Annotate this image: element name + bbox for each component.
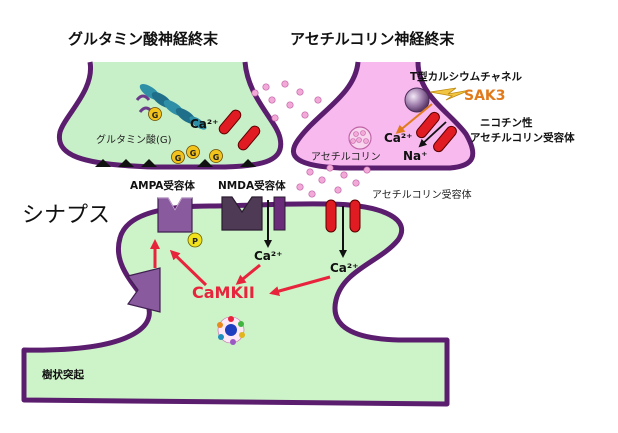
sak3-label: SAK3 (464, 88, 506, 104)
camkii-holoenzyme-icon (217, 316, 245, 345)
ach-vesicle (348, 126, 372, 150)
na-arrow (418, 121, 447, 148)
svg-text:G: G (190, 149, 197, 158)
ca-ion-label: Ca²⁺ (254, 249, 283, 263)
dendrite-membrane (21, 201, 450, 407)
t-type-channel-label: T型カルシウムチャネル (410, 70, 523, 83)
glutamate-molecule: G (171, 150, 185, 164)
glutamate-terminal (56, 61, 284, 170)
ca-ion-label: Ca²⁺ (330, 261, 359, 275)
ach-receptor-label: アセチルコリン受容体 (372, 188, 472, 201)
phosphate-group: P (187, 232, 203, 248)
ampa-receptor-label: AMPA受容体 (130, 179, 195, 192)
ach-terminal (290, 61, 476, 171)
camkii-to-ampa-arrow (169, 249, 208, 287)
ca-ion-label: Ca²⁺ (190, 117, 219, 131)
ach-terminal-title: アセチルコリン神経終末 (290, 30, 455, 48)
sak3-arrow (395, 103, 433, 134)
glutamate-molecule: G (209, 149, 223, 163)
nmda-ca-to-camkii-arrow (235, 263, 261, 285)
svg-text:P: P (192, 237, 198, 246)
na-ion-label: Na⁺ (403, 149, 427, 163)
calcium-channel (218, 109, 261, 151)
nicotinic-receptor-label: アセチルコリン受容体 (470, 131, 575, 144)
achr-ca-to-camkii-arrow (269, 275, 331, 296)
svg-text:G: G (175, 154, 182, 163)
synapse-label: シナプス (22, 203, 110, 228)
acetylcholine-particles (251, 80, 371, 198)
nicotinic-channel (416, 111, 457, 153)
ach-receptor (325, 199, 361, 233)
internal-ampa-receptor (126, 267, 161, 313)
ampa-receptor (157, 197, 193, 233)
glutamate-molecule: G (186, 145, 200, 159)
nicotinic-receptor-label: ニコチン性 (480, 116, 533, 129)
active-zone (95, 159, 256, 167)
lightning-icon (429, 87, 471, 101)
camkii-label: CaMKII (192, 283, 255, 302)
nmda-receptor (221, 196, 286, 231)
glutamate-terminal-title: グルタミン酸神経終末 (68, 30, 219, 48)
dendrite-label: 樹状突起 (42, 368, 84, 381)
glutamate-label: グルタミン酸(G) (96, 133, 172, 146)
ca-ion-label: Ca²⁺ (384, 131, 413, 145)
glutamate-molecule: G (148, 107, 162, 121)
svg-text:G: G (152, 111, 159, 120)
microtubule-cluster (135, 83, 207, 130)
svg-text:G: G (213, 153, 220, 162)
acetylcholine-label: アセチルコリン (311, 151, 381, 163)
nmda-receptor-label: NMDA受容体 (218, 179, 286, 192)
t-type-channel (404, 87, 430, 113)
